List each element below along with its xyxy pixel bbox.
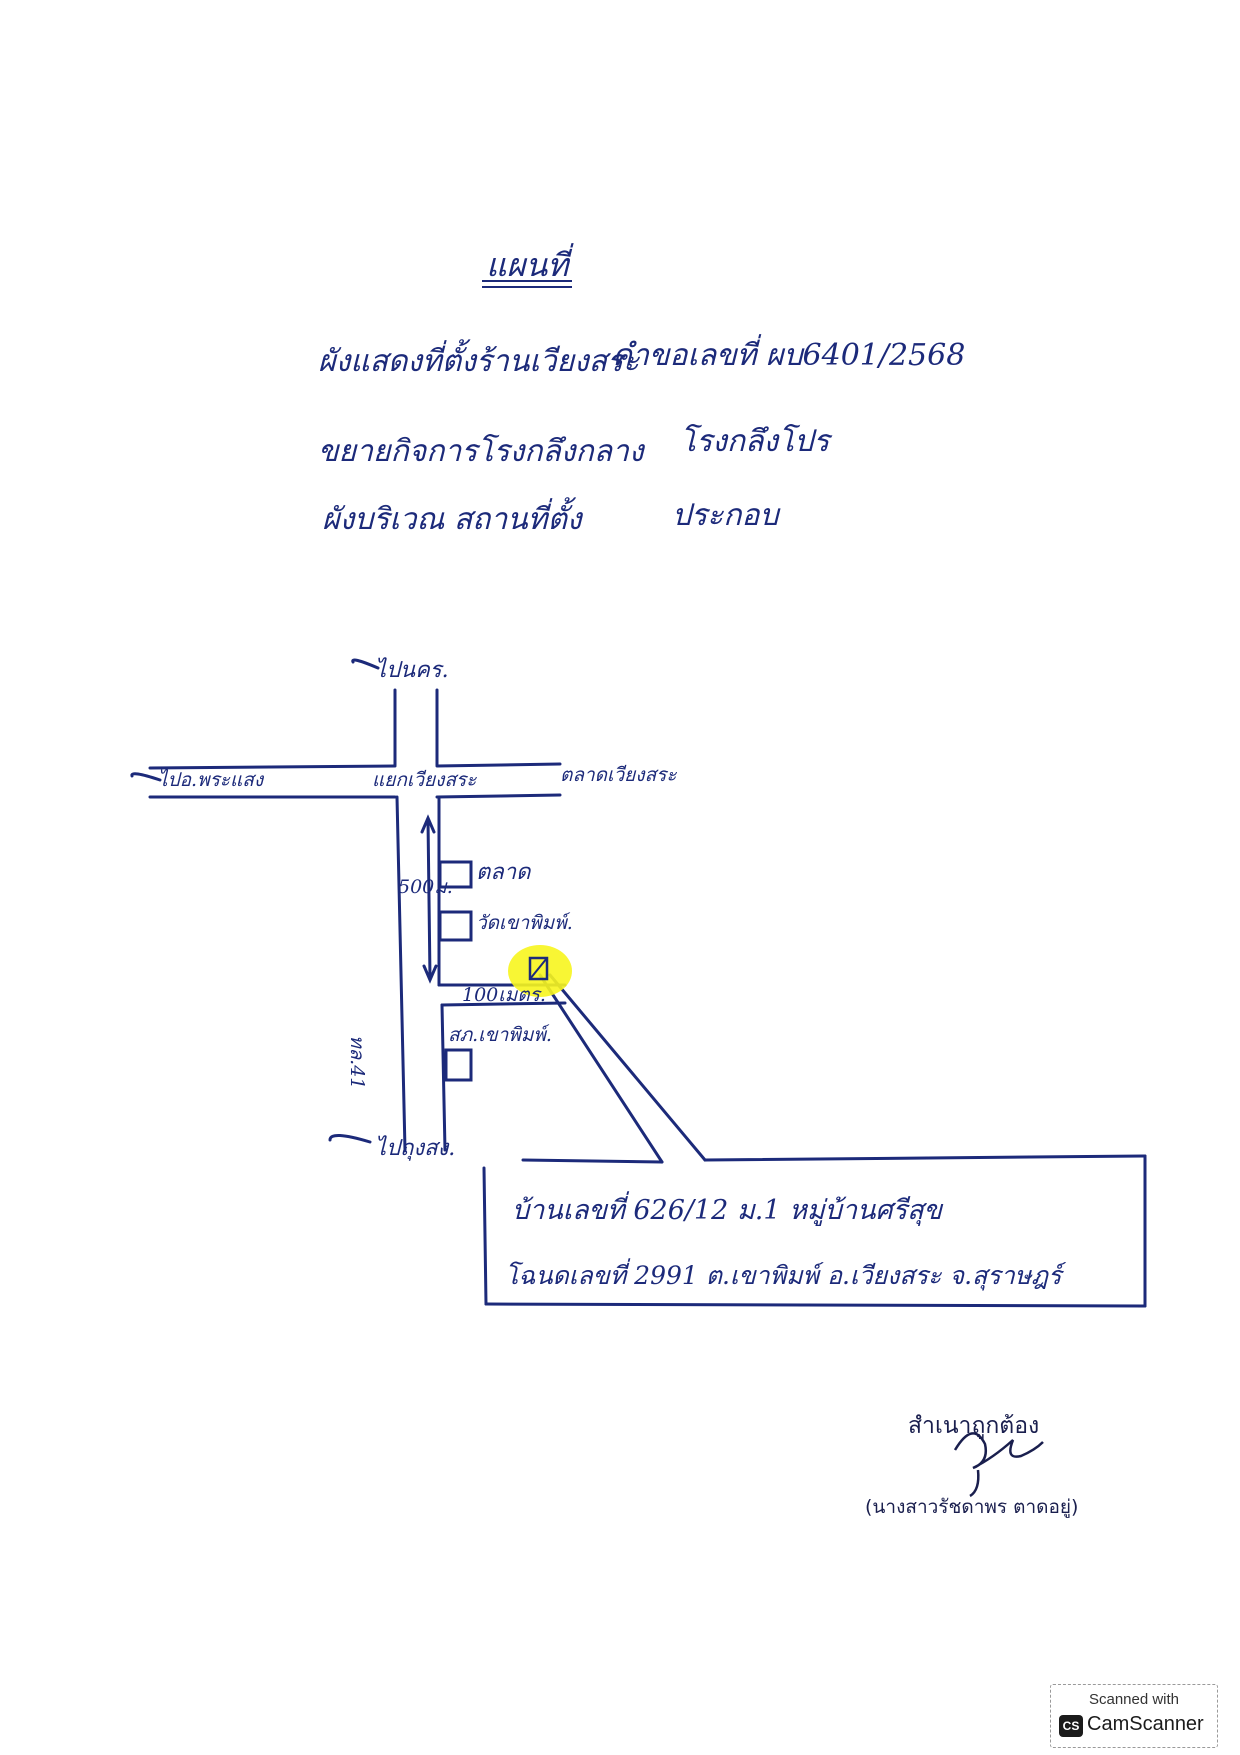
label-building-market: ตลาด bbox=[476, 860, 531, 885]
side-road-bottom bbox=[440, 1001, 567, 1007]
callout-box-left bbox=[482, 1166, 488, 1306]
label-junction: แยกเวียงสระ bbox=[372, 769, 477, 791]
label-highway: ทล.41 bbox=[346, 1035, 368, 1090]
callout-box-bottom bbox=[484, 1302, 1147, 1308]
distance-arrow-line bbox=[426, 818, 432, 980]
site-highlight bbox=[508, 945, 572, 997]
callout-box-top-left bbox=[521, 1158, 664, 1164]
label-to-south: ไปถุงสง. bbox=[375, 1136, 456, 1161]
north-label-hook bbox=[351, 658, 380, 670]
callout-line-left bbox=[538, 973, 664, 1164]
ew-road-top-right bbox=[435, 762, 562, 768]
site-marker-diagonal bbox=[529, 957, 548, 980]
header-line-2-left: ขยายกิจการโรงกลึงกลาง bbox=[318, 434, 644, 469]
label-distance-side-road: 100เมตร. bbox=[462, 984, 546, 1006]
signature bbox=[953, 1432, 1044, 1470]
camscanner-watermark: Scanned with CS CamScanner bbox=[1050, 1684, 1218, 1748]
header-line-1-right: คำขอเลขที่ ผบ6401/2568 bbox=[612, 338, 966, 373]
label-market: ตลาดเวียงสระ bbox=[560, 764, 677, 786]
label-to-north: ไปนคร. bbox=[375, 658, 449, 683]
label-building-police: สภ.เขาพิมพ์. bbox=[448, 1024, 552, 1046]
distance-arrow-head-top bbox=[420, 814, 436, 834]
camscanner-brand: CamScanner bbox=[1087, 1713, 1204, 1735]
callout-line-1: บ้านเลขที่ 626/12 ม.1 หมู่บ้านศรีสุข bbox=[512, 1195, 943, 1226]
west-label-hook bbox=[130, 772, 162, 782]
callout-box-top bbox=[703, 1154, 1147, 1162]
building-police bbox=[444, 1048, 473, 1082]
building-temple bbox=[438, 910, 473, 942]
callout-line-2: โฉนดเลขที่ 2991 ต.เขาพิมพ์ อ.เวียงสระ จ.… bbox=[505, 1261, 1062, 1290]
signature-tail bbox=[969, 1469, 980, 1498]
building-market bbox=[438, 860, 473, 889]
certified-copy-label: สำเนาถูกต้อง bbox=[908, 1413, 1040, 1439]
scanned-with-text: Scanned with bbox=[1088, 1691, 1180, 1708]
header-line-1-left: ผังแสดงที่ตั้งร้านเวียงสระ bbox=[318, 344, 640, 379]
header-line-3-right: ประกอบ bbox=[672, 498, 779, 533]
document-title: แผนที่ bbox=[482, 240, 573, 291]
header-line-3-left: ผังบริเวณ สถานที่ตั้ง bbox=[322, 502, 582, 537]
label-building-temple: วัดเขาพิมพ์. bbox=[476, 912, 573, 934]
label-distance-vertical: 500ม. bbox=[398, 876, 453, 898]
site-marker-box bbox=[528, 956, 549, 981]
camscanner-logo-icon: CS bbox=[1059, 1715, 1083, 1737]
ew-road-top-left bbox=[148, 764, 397, 770]
certifier-name: (นางสาวรัชดาพร ตาดอยู่) bbox=[865, 1496, 1079, 1518]
highway-left-edge bbox=[395, 795, 407, 1152]
distance-arrow-head-bottom bbox=[422, 964, 438, 984]
south-label-hook bbox=[328, 1134, 372, 1144]
header-line-2-right: โรงกลึงโปร bbox=[680, 424, 830, 459]
highway-right-edge-lower bbox=[440, 1003, 447, 1152]
callout-line-right bbox=[548, 973, 707, 1162]
ew-road-bottom-right bbox=[435, 793, 562, 799]
label-to-west: ไปอ.พระแสง bbox=[158, 769, 264, 791]
